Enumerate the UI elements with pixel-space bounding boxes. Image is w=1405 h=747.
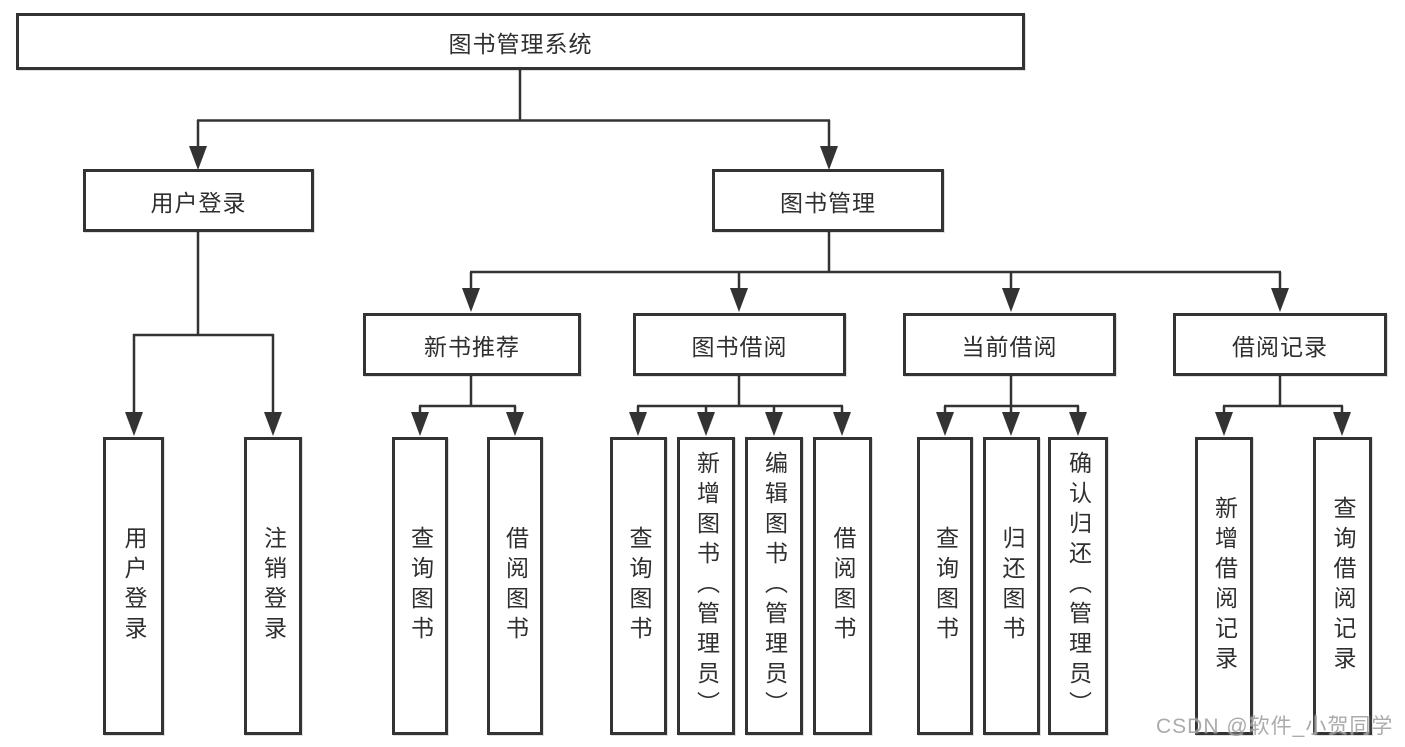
leaf-logout-label: 注销登录	[260, 526, 287, 646]
leaf-borrow-book-2-label: 借阅图书	[830, 526, 856, 646]
node-new-book-recommend-label: 新书推荐	[424, 333, 520, 360]
leaf-user-login-label: 用户登录	[121, 526, 147, 646]
node-current-borrow-label: 当前借阅	[961, 333, 1058, 360]
leaf-add-book-admin-label: 新增图书（管理员）	[693, 451, 720, 721]
leaf-query-book-3: 查询图书	[917, 437, 973, 735]
leaf-query-borrow-record-label: 查询借阅记录	[1330, 496, 1356, 676]
node-book-management-label: 图书管理	[780, 189, 876, 216]
connector-borrow-record	[1215, 376, 1351, 436]
node-current-borrow: 当前借阅	[903, 313, 1116, 376]
leaf-borrow-book-1-label: 借阅图书	[502, 526, 529, 646]
node-book-borrow: 图书借阅	[633, 313, 846, 376]
leaf-edit-book-admin-label: 编辑图书（管理员）	[761, 451, 788, 721]
connector-book-borrow	[629, 376, 851, 436]
node-borrow-record-label: 借阅记录	[1232, 333, 1328, 360]
node-borrow-record: 借阅记录	[1173, 313, 1387, 376]
leaf-add-borrow-record: 新增借阅记录	[1195, 437, 1253, 735]
node-root: 图书管理系统	[16, 13, 1025, 70]
leaf-add-book-admin: 新增图书（管理员）	[677, 437, 735, 735]
leaf-user-login: 用户登录	[103, 437, 164, 735]
leaf-return-book: 归还图书	[983, 437, 1040, 735]
node-user-login: 用户登录	[83, 169, 314, 232]
csdn-watermark: CSDN @软件_小贺同学	[1156, 715, 1394, 738]
leaf-return-book-label: 归还图书	[999, 526, 1025, 646]
connector-current-borrow	[936, 376, 1087, 436]
leaf-confirm-return-admin: 确认归还（管理员）	[1048, 437, 1108, 735]
node-new-book-recommend: 新书推荐	[363, 313, 581, 376]
leaf-add-borrow-record-label: 新增借阅记录	[1211, 496, 1238, 676]
leaf-query-book-3-label: 查询图书	[932, 526, 959, 646]
connector-root	[189, 70, 838, 170]
leaf-query-borrow-record: 查询借阅记录	[1313, 437, 1372, 735]
leaf-query-book-2-label: 查询图书	[626, 526, 652, 646]
connector-new-book	[411, 376, 524, 436]
leaf-query-book-2: 查询图书	[610, 437, 667, 735]
leaf-borrow-book-1: 借阅图书	[487, 437, 543, 735]
connector-user-login	[125, 232, 282, 436]
leaf-edit-book-admin: 编辑图书（管理员）	[745, 437, 803, 735]
node-root-label: 图书管理系统	[448, 30, 593, 57]
leaf-borrow-book-2: 借阅图书	[813, 437, 872, 735]
leaf-query-book-1-label: 查询图书	[407, 526, 434, 646]
node-user-login-label: 用户登录	[150, 189, 247, 216]
leaf-logout: 注销登录	[244, 437, 302, 735]
connector-book-management	[462, 232, 1289, 312]
leaf-confirm-return-admin-label: 确认归还（管理员）	[1065, 451, 1092, 721]
node-book-borrow-label: 图书借阅	[691, 333, 788, 360]
leaf-query-book-1: 查询图书	[392, 437, 448, 735]
node-book-management: 图书管理	[712, 169, 944, 232]
